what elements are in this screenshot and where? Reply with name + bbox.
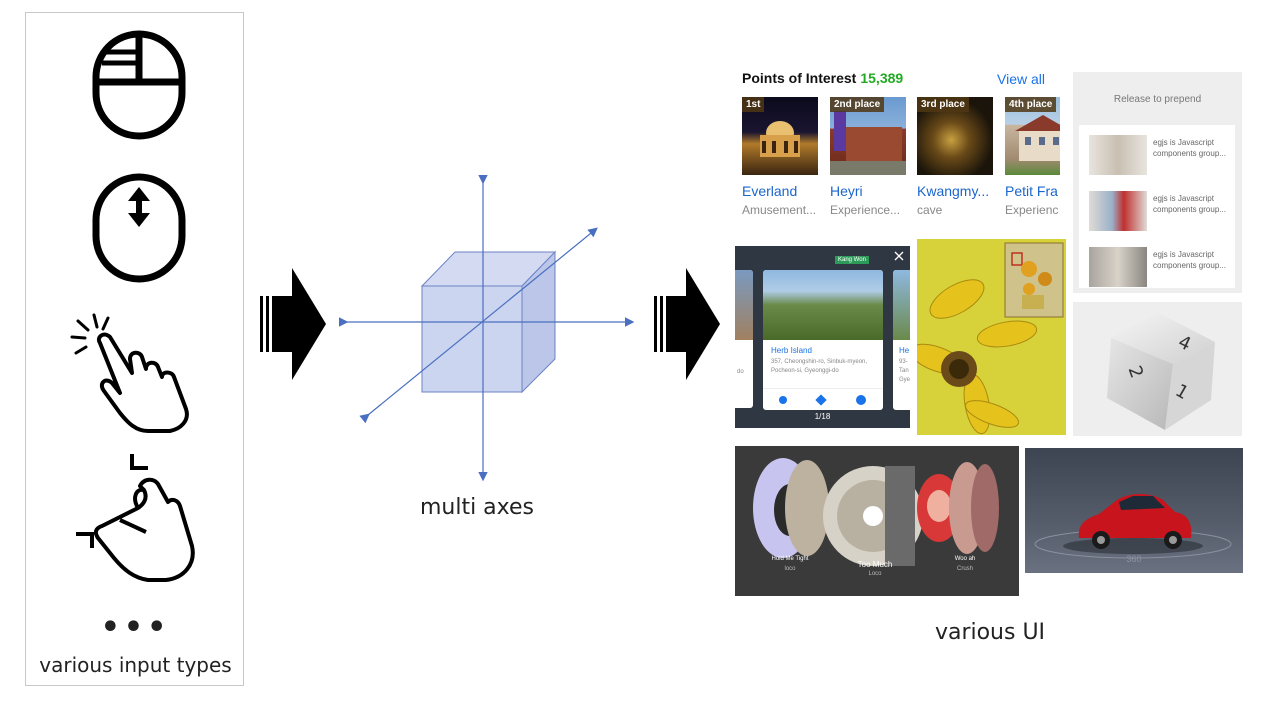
list-item[interactable]: egjs is Javascript components group...: [1089, 135, 1229, 175]
poi-category: Experience...: [830, 203, 901, 217]
next-card[interactable]: He 93- Tan Gye: [893, 270, 910, 410]
poi-category: cave: [917, 203, 943, 217]
list-item[interactable]: egjs is Javascript components group...: [1089, 247, 1229, 287]
poi-item[interactable]: 2nd place Heyri Experience...: [830, 97, 908, 217]
list-thumbnail: [1089, 135, 1147, 175]
poi-rank-badge: 2nd place: [830, 97, 885, 112]
page-indicator: 1/18: [814, 412, 831, 421]
directions-icon: [815, 394, 827, 406]
tap-gesture-icon: [70, 313, 189, 433]
album-artist: loco: [784, 566, 796, 572]
poi-item[interactable]: 3rd place Kwangmy... cave: [917, 97, 995, 217]
poi-category: Amusement...: [742, 203, 817, 217]
right-arrow-icon: [260, 268, 326, 380]
map-card-active[interactable]: Herb Island 357, Cheongshin-ro, Sinbuk-m…: [763, 270, 883, 410]
list-thumbnail: [1089, 191, 1147, 231]
multi-axes-diagram: [338, 175, 635, 482]
poi-count: 15,389: [860, 70, 904, 86]
poi-category: Experienc: [1005, 203, 1059, 217]
more-ellipsis: •••: [100, 610, 171, 645]
rotating-dice-panel: 4 2 1: [1073, 302, 1242, 436]
mouse-scroll-icon: [92, 173, 186, 283]
location-icon: [779, 396, 787, 404]
list-item-text: egjs is Javascript components group...: [1153, 194, 1226, 214]
sunflower-painting-image: [917, 239, 1066, 435]
poi-name: Kwangmy...: [917, 183, 990, 199]
poi-name: Petit Fra: [1005, 183, 1058, 199]
close-icon[interactable]: [893, 250, 905, 262]
right-arrow-icon: [654, 268, 720, 380]
poi-item[interactable]: 1st Everland Amusement...: [742, 97, 820, 217]
car-360-viewer[interactable]: 360: [1025, 448, 1243, 573]
input-types-caption: various input types: [39, 653, 232, 677]
pinch-gesture-icon: [76, 454, 195, 582]
prepend-status: Release to prepend: [1113, 94, 1202, 105]
list-item-text: egjs is Javascript components group...: [1153, 250, 1226, 270]
poi-photo: 4th place: [1005, 97, 1060, 175]
list-item-text: egjs is Javascript components group...: [1153, 138, 1226, 158]
poi-rank-badge: 4th place: [1005, 97, 1057, 112]
prev-card[interactable]: do: [735, 270, 753, 408]
z-axis: [359, 227, 598, 424]
view-all-link[interactable]: View all: [997, 71, 1045, 87]
poi-rank-badge: 1st: [742, 97, 765, 112]
input-types-panel: ••• various input types: [25, 12, 244, 686]
rotation-label: 360: [1126, 554, 1142, 564]
poi-name: Everland: [742, 183, 798, 199]
prepend-items: egjs is Javascript components group... e…: [1079, 125, 1235, 288]
place-title: Herb Island: [771, 346, 812, 355]
poi-photo: 2nd place: [830, 97, 906, 175]
album-coverflow: Too Much Loco Hold Me Tight loco Woo ah …: [735, 446, 1019, 596]
call-icon: [856, 395, 866, 405]
album-title: Hold Me Tight: [771, 556, 809, 562]
poi-name: Heyri: [830, 183, 863, 199]
place-photo: [763, 270, 883, 340]
poi-photo: 1st: [742, 97, 818, 175]
list-thumbnail: [1089, 247, 1147, 287]
list-item[interactable]: egjs is Javascript components group...: [1089, 191, 1229, 231]
album-artist: Loco: [868, 571, 882, 577]
map-tag: Kang Won: [835, 256, 869, 264]
map-card-carousel: do Herb Island 357, Cheongshin-ro, Sinbu…: [735, 246, 910, 428]
album-title: Woo ah: [954, 556, 976, 562]
various-ui-caption: various UI: [934, 620, 1046, 645]
poi-item[interactable]: 4th place Petit Fra Experienc: [1005, 97, 1060, 217]
multi-axes-caption: multi axes: [419, 495, 535, 520]
poi-rank-badge: 3rd place: [917, 97, 969, 112]
mouse-click-icon: [92, 30, 186, 140]
poi-photo: 3rd place: [917, 97, 993, 175]
pull-to-prepend-list: Release to prepend egjs is Javascript co…: [1073, 72, 1242, 293]
place-address: 357, Cheongshin-ro, Sinbuk-myeon, Pocheo…: [771, 359, 868, 374]
dice-cube[interactable]: 4 2 1: [1073, 302, 1242, 436]
album-title: Too Much: [857, 560, 893, 569]
album-artist: Crush: [956, 566, 973, 572]
